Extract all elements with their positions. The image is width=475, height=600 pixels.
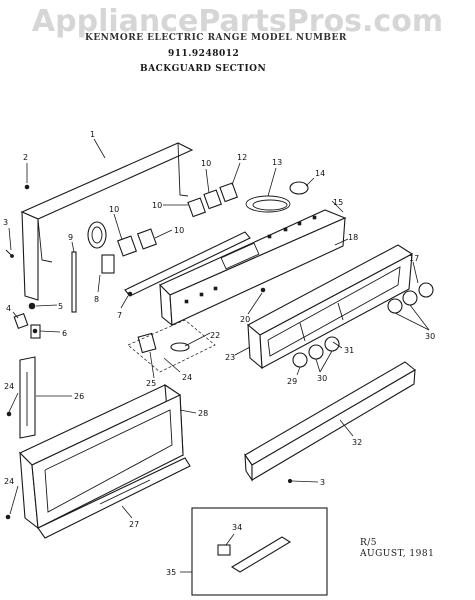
callout-9: 9 [68, 233, 73, 242]
callout-4: 4 [6, 304, 11, 313]
revision-reference: R/5 [360, 538, 378, 548]
side-bracket-part [6, 356, 36, 439]
callout-10a: 10 [109, 205, 119, 214]
switch-parts [116, 182, 239, 257]
callout-10d: 10 [201, 159, 211, 168]
bottom-trim-part [5, 457, 191, 539]
section-title: BACKGUARD SECTION [140, 64, 267, 74]
callout-6: 6 [62, 329, 67, 338]
callout-7: 7 [117, 311, 122, 320]
small-hardware-parts [13, 302, 41, 339]
rod-part [71, 251, 77, 313]
callout-13: 13 [272, 158, 282, 167]
callout-18: 18 [348, 233, 358, 242]
callout-3b: 3 [320, 478, 325, 487]
callout-8: 8 [94, 295, 99, 304]
timer-part [87, 221, 115, 274]
callout-30a: 30 [317, 374, 327, 383]
model-number: 911.9248012 [168, 49, 240, 59]
callout-1: 1 [90, 130, 95, 139]
callout-numbers: 1 2 3 4 5 6 7 8 9 10 10 10 10 12 13 14 1… [3, 130, 435, 577]
knob-part [289, 181, 309, 195]
rear-panel-part [19, 383, 184, 530]
callout-17: 17 [409, 254, 419, 263]
callout-20: 20 [240, 315, 250, 324]
control-rail-part [124, 231, 251, 297]
callout-10c: 10 [152, 201, 162, 210]
callout-29: 29 [287, 377, 297, 386]
callout-32: 32 [352, 438, 362, 447]
front-control-panel-part [247, 244, 414, 370]
callout-24a: 24 [182, 373, 192, 382]
callout-2: 2 [23, 153, 28, 162]
callout-15: 15 [333, 198, 343, 207]
callout-26: 26 [74, 392, 84, 401]
lower-trim-part [244, 361, 416, 484]
backguard-housing-part [20, 142, 194, 301]
callout-22: 22 [210, 331, 220, 340]
watermark-logo: AppliancePartsPros.com [31, 4, 444, 39]
callout-35: 35 [166, 568, 176, 577]
callout-27: 27 [129, 520, 139, 529]
callout-3: 3 [3, 218, 8, 227]
screw-parts [5, 184, 30, 258]
callout-30b: 30 [425, 332, 435, 341]
callout-31: 31 [344, 346, 354, 355]
parts-kit-box [191, 507, 328, 596]
callout-25: 25 [146, 379, 156, 388]
diagram-title: KENMORE ELECTRIC RANGE MODEL NUMBER [85, 33, 347, 43]
callout-24b: 24 [4, 382, 14, 391]
callout-23: 23 [225, 353, 235, 362]
callout-12: 12 [237, 153, 247, 162]
callout-10b: 10 [174, 226, 184, 235]
control-panel-part [159, 209, 347, 327]
callout-24c: 24 [4, 477, 14, 486]
wire-harness-part [245, 195, 291, 213]
callout-5: 5 [58, 302, 63, 311]
callout-34: 34 [232, 523, 242, 532]
callout-14: 14 [315, 169, 325, 178]
revision-date: AUGUST, 1981 [360, 549, 435, 559]
callout-28: 28 [198, 409, 208, 418]
leader-lines [8, 138, 430, 573]
misc-small-parts [127, 287, 266, 373]
